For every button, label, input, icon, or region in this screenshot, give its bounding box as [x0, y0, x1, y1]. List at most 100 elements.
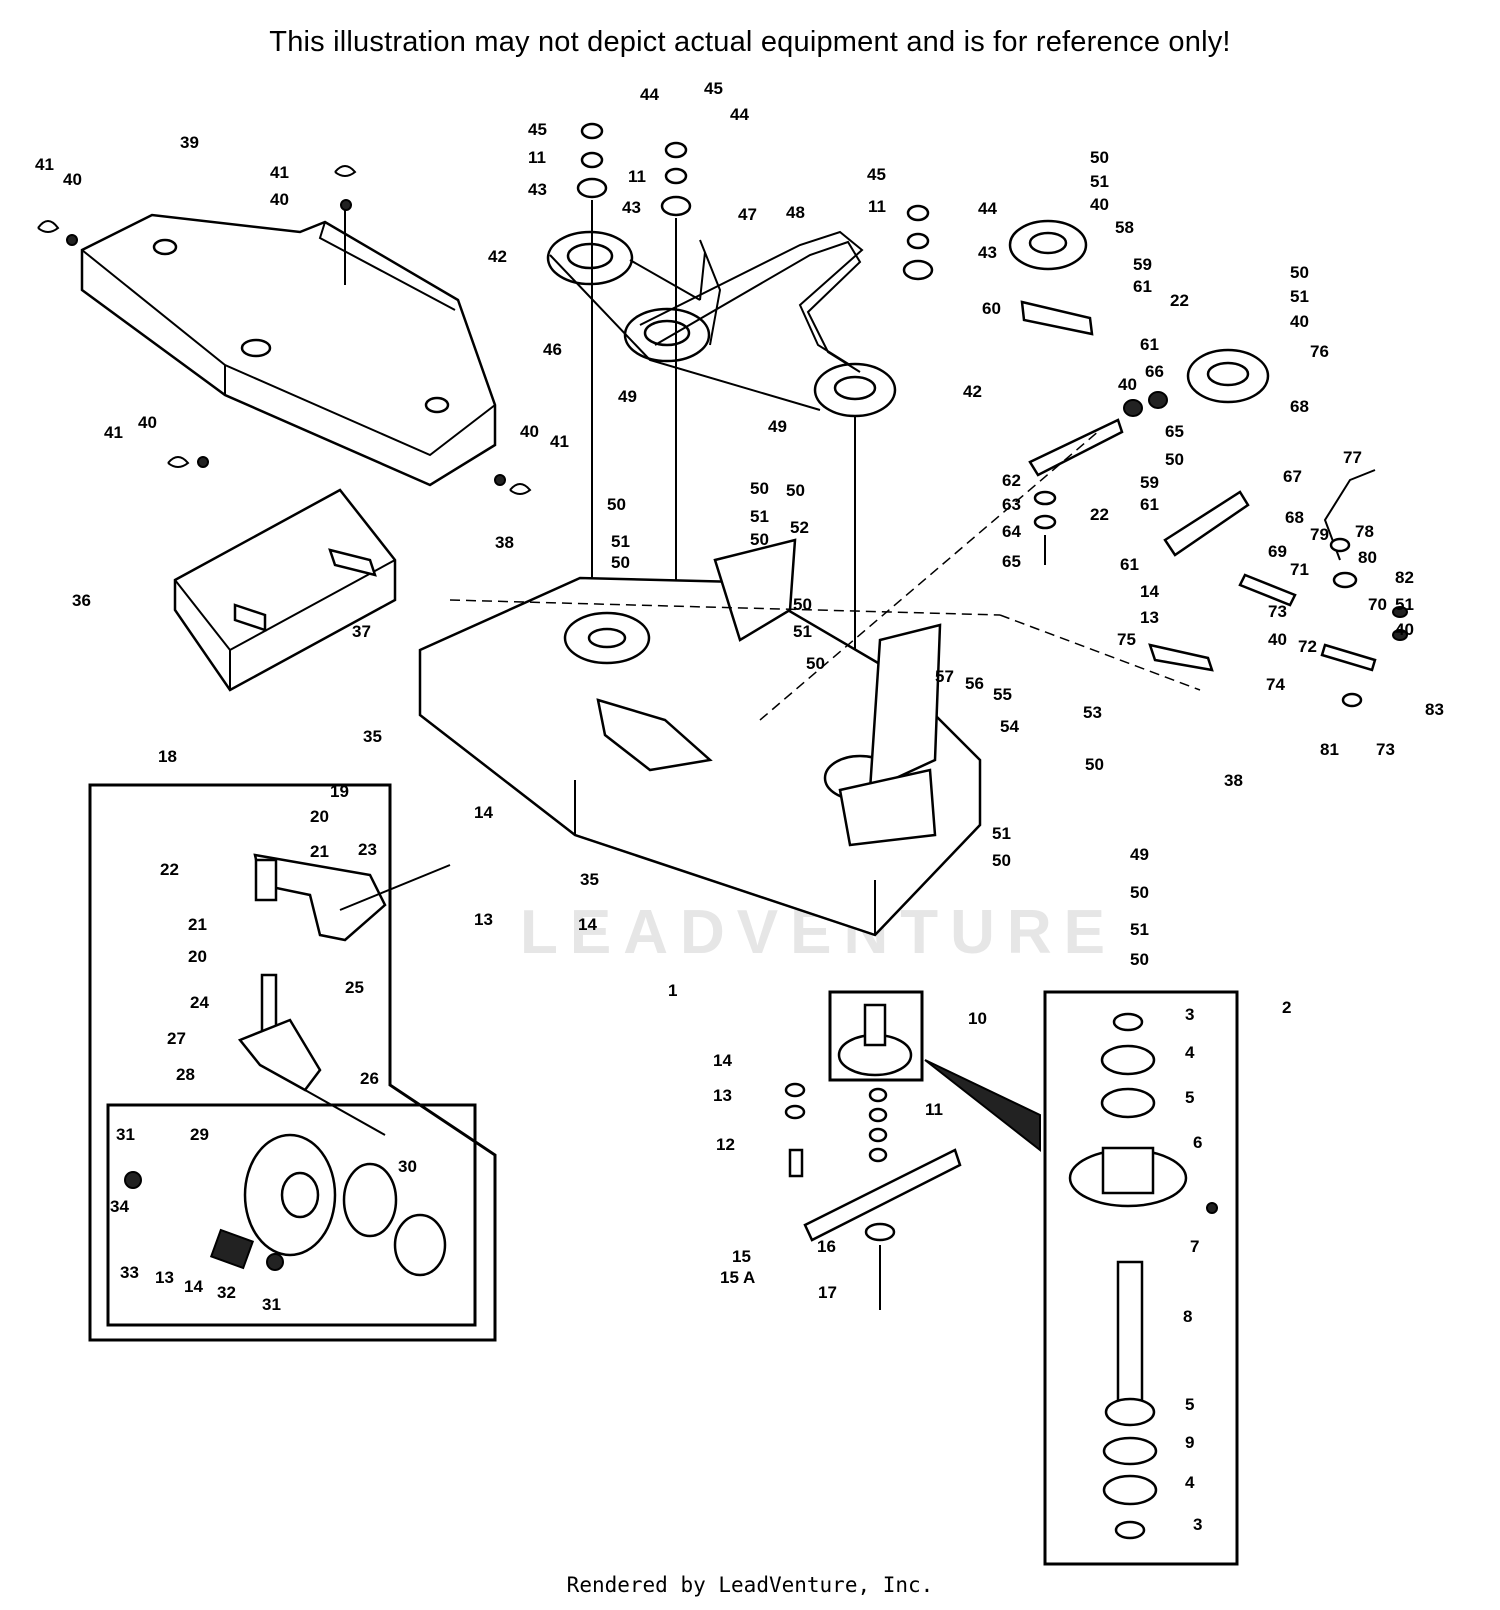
callout-label-75: 75 [1117, 630, 1136, 649]
callout-label-51e: 51 [750, 507, 769, 526]
callout-label-57: 57 [935, 667, 954, 686]
callout-label-41d: 41 [550, 432, 569, 451]
callout-label-40c: 40 [138, 413, 157, 432]
callout-label-14e: 14 [713, 1051, 732, 1070]
callout-label-50l: 50 [992, 851, 1011, 870]
callout-label-37: 37 [352, 622, 371, 641]
callout-label-33: 33 [120, 1263, 139, 1282]
callout-label-61a: 61 [1133, 277, 1152, 296]
callout-label-47: 47 [738, 205, 757, 224]
callout-label-68a: 68 [1290, 397, 1309, 416]
callout-label-61b: 61 [1140, 335, 1159, 354]
callout-label-76: 76 [1310, 342, 1329, 361]
callout-label-73a: 73 [1268, 602, 1287, 621]
callout-label-63: 63 [1002, 495, 1021, 514]
callout-label-3b: 3 [1193, 1515, 1202, 1534]
callout-label-6: 6 [1193, 1133, 1202, 1152]
gauge-wheel-assembly [88, 783, 497, 1342]
callout-label-35a: 35 [363, 727, 382, 746]
callout-label-4a: 4 [1185, 1043, 1195, 1062]
callout-label-44b: 44 [730, 105, 749, 124]
callout-label-60: 60 [982, 299, 1001, 318]
callout-label-25: 25 [345, 978, 364, 997]
callout-label-73b: 73 [1376, 740, 1395, 759]
callout-label-29: 29 [190, 1125, 209, 1144]
callout-label-30: 30 [398, 1157, 417, 1176]
callout-label-21b: 21 [188, 915, 207, 934]
callout-label-61c: 61 [1140, 495, 1159, 514]
callout-label-5b: 5 [1185, 1395, 1194, 1414]
callout-label-40b: 40 [270, 190, 289, 209]
callout-label-40a: 40 [63, 170, 82, 189]
callout-label-15A: 15 A [720, 1268, 755, 1287]
callout-label-51d: 51 [611, 532, 630, 551]
callout-label-65b: 65 [1002, 552, 1021, 571]
callout-label-49b: 49 [768, 417, 787, 436]
callout-label-20a: 20 [310, 807, 329, 826]
callout-label-3a: 3 [1185, 1005, 1194, 1024]
callout-label-50e: 50 [750, 479, 769, 498]
callout-label-14b: 14 [184, 1277, 203, 1296]
callout-label-18: 18 [158, 747, 177, 766]
callout-label-82: 82 [1395, 568, 1414, 587]
callout-label-27: 27 [167, 1029, 186, 1048]
callout-label-44c: 44 [978, 199, 997, 218]
callout-label-64: 64 [1002, 522, 1021, 541]
callout-label-53: 53 [1083, 703, 1102, 722]
callout-label-39: 39 [180, 133, 199, 152]
callout-label-50n: 50 [1130, 950, 1149, 969]
callout-label-51a: 51 [1090, 172, 1109, 191]
callout-label-50g: 50 [611, 553, 630, 572]
callout-label-45b: 45 [704, 79, 723, 98]
callout-label-21a: 21 [310, 842, 329, 861]
callout-label-69: 69 [1268, 542, 1287, 561]
callout-label-13c: 13 [474, 910, 493, 929]
callout-label-65a: 65 [1165, 422, 1184, 441]
callout-label-20b: 20 [188, 947, 207, 966]
callout-label-67: 67 [1283, 467, 1302, 486]
callout-label-41c: 41 [104, 423, 123, 442]
callout-label-14c: 14 [474, 803, 493, 822]
callout-label-14d: 14 [578, 915, 597, 934]
callout-label-50f: 50 [786, 481, 805, 500]
idler-assembly [449, 300, 1408, 721]
callout-label-50k: 50 [1085, 755, 1104, 774]
callout-label-24: 24 [190, 993, 209, 1012]
callout-label-43b: 43 [622, 198, 641, 217]
discharge-shield [173, 488, 397, 692]
callout-label-31a: 31 [116, 1125, 135, 1144]
callout-label-40f: 40 [1290, 312, 1309, 331]
callout-label-50b: 50 [1290, 263, 1309, 282]
callout-label-26: 26 [360, 1069, 379, 1088]
callout-label-45c: 45 [867, 165, 886, 184]
callout-label-68b: 68 [1285, 508, 1304, 527]
callout-label-40i: 40 [1268, 630, 1287, 649]
callout-label-32: 32 [217, 1283, 236, 1302]
callout-label-81: 81 [1320, 740, 1339, 759]
callout-label-83: 83 [1425, 700, 1444, 719]
callout-label-62: 62 [1002, 471, 1021, 490]
callout-label-40g: 40 [1118, 375, 1137, 394]
blade-spindle-area [784, 990, 1041, 1310]
callout-label-40h: 40 [1395, 620, 1414, 639]
callout-label-50j: 50 [806, 654, 825, 673]
callout-label-42a: 42 [488, 247, 507, 266]
callout-label-43c: 43 [978, 243, 997, 262]
callout-label-14a: 14 [1140, 582, 1159, 601]
callout-label-13b: 13 [155, 1268, 174, 1287]
callout-label-11b: 11 [628, 167, 646, 186]
callout-label-49a: 49 [618, 387, 637, 406]
callout-label-74: 74 [1266, 675, 1285, 694]
callout-label-1: 1 [668, 981, 677, 1000]
callout-label-51g: 51 [992, 824, 1011, 843]
callout-label-50m: 50 [1130, 883, 1149, 902]
callout-label-50i: 50 [793, 595, 812, 614]
callout-label-59a: 59 [1133, 255, 1152, 274]
callout-label-28: 28 [176, 1065, 195, 1084]
callout-label-49c: 49 [1130, 845, 1149, 864]
callout-label-16: 16 [817, 1237, 836, 1256]
callout-label-50c: 50 [1165, 450, 1184, 469]
callout-label-51h: 51 [1130, 920, 1149, 939]
callout-label-9: 9 [1185, 1433, 1194, 1452]
callout-label-51b: 51 [1290, 287, 1309, 306]
